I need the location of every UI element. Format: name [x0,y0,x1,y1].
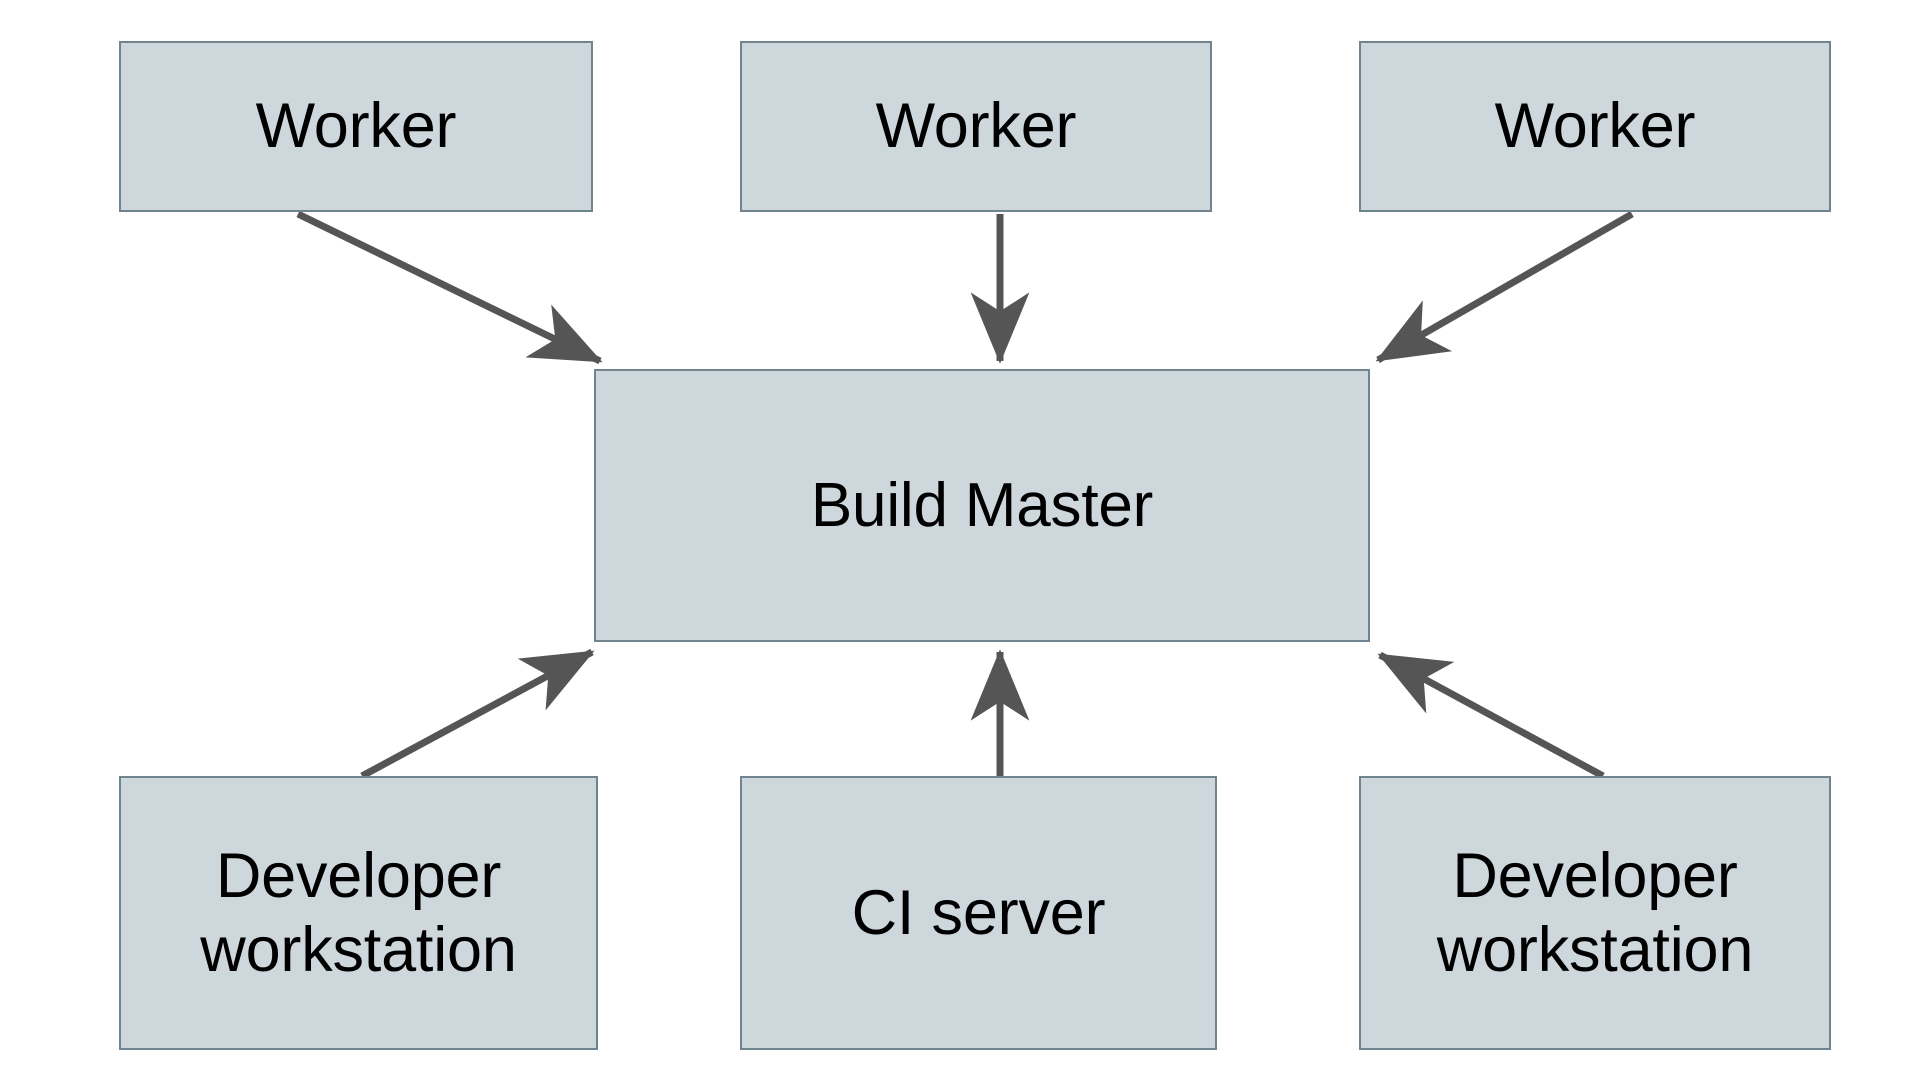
edge-worker-1-to-build-master [296,210,603,365]
node-worker-3[interactable]: Worker [1359,41,1831,212]
node-build-master[interactable]: Build Master [594,369,1370,642]
node-ci-server[interactable]: CI server [740,776,1217,1050]
node-worker-3-label: Worker [1494,91,1696,162]
edge-dev-ws-2-to-build-master [1377,651,1605,780]
node-worker-1[interactable]: Worker [119,41,593,212]
node-ci-server-label: CI server [851,877,1106,948]
node-developer-workstation-2[interactable]: Developer workstation [1359,776,1831,1050]
node-worker-2-label: Worker [875,91,1077,162]
node-worker-2[interactable]: Worker [740,41,1212,212]
node-developer-workstation-1[interactable]: Developer workstation [119,776,598,1050]
node-worker-1-label: Worker [255,91,457,162]
node-build-master-label: Build Master [810,470,1154,540]
edge-dev-ws-1-to-build-master [360,648,595,780]
node-developer-workstation-2-label: Developer workstation [1436,840,1754,985]
edge-worker-3-to-build-master [1375,210,1634,364]
node-developer-workstation-1-label: Developer workstation [200,840,517,985]
